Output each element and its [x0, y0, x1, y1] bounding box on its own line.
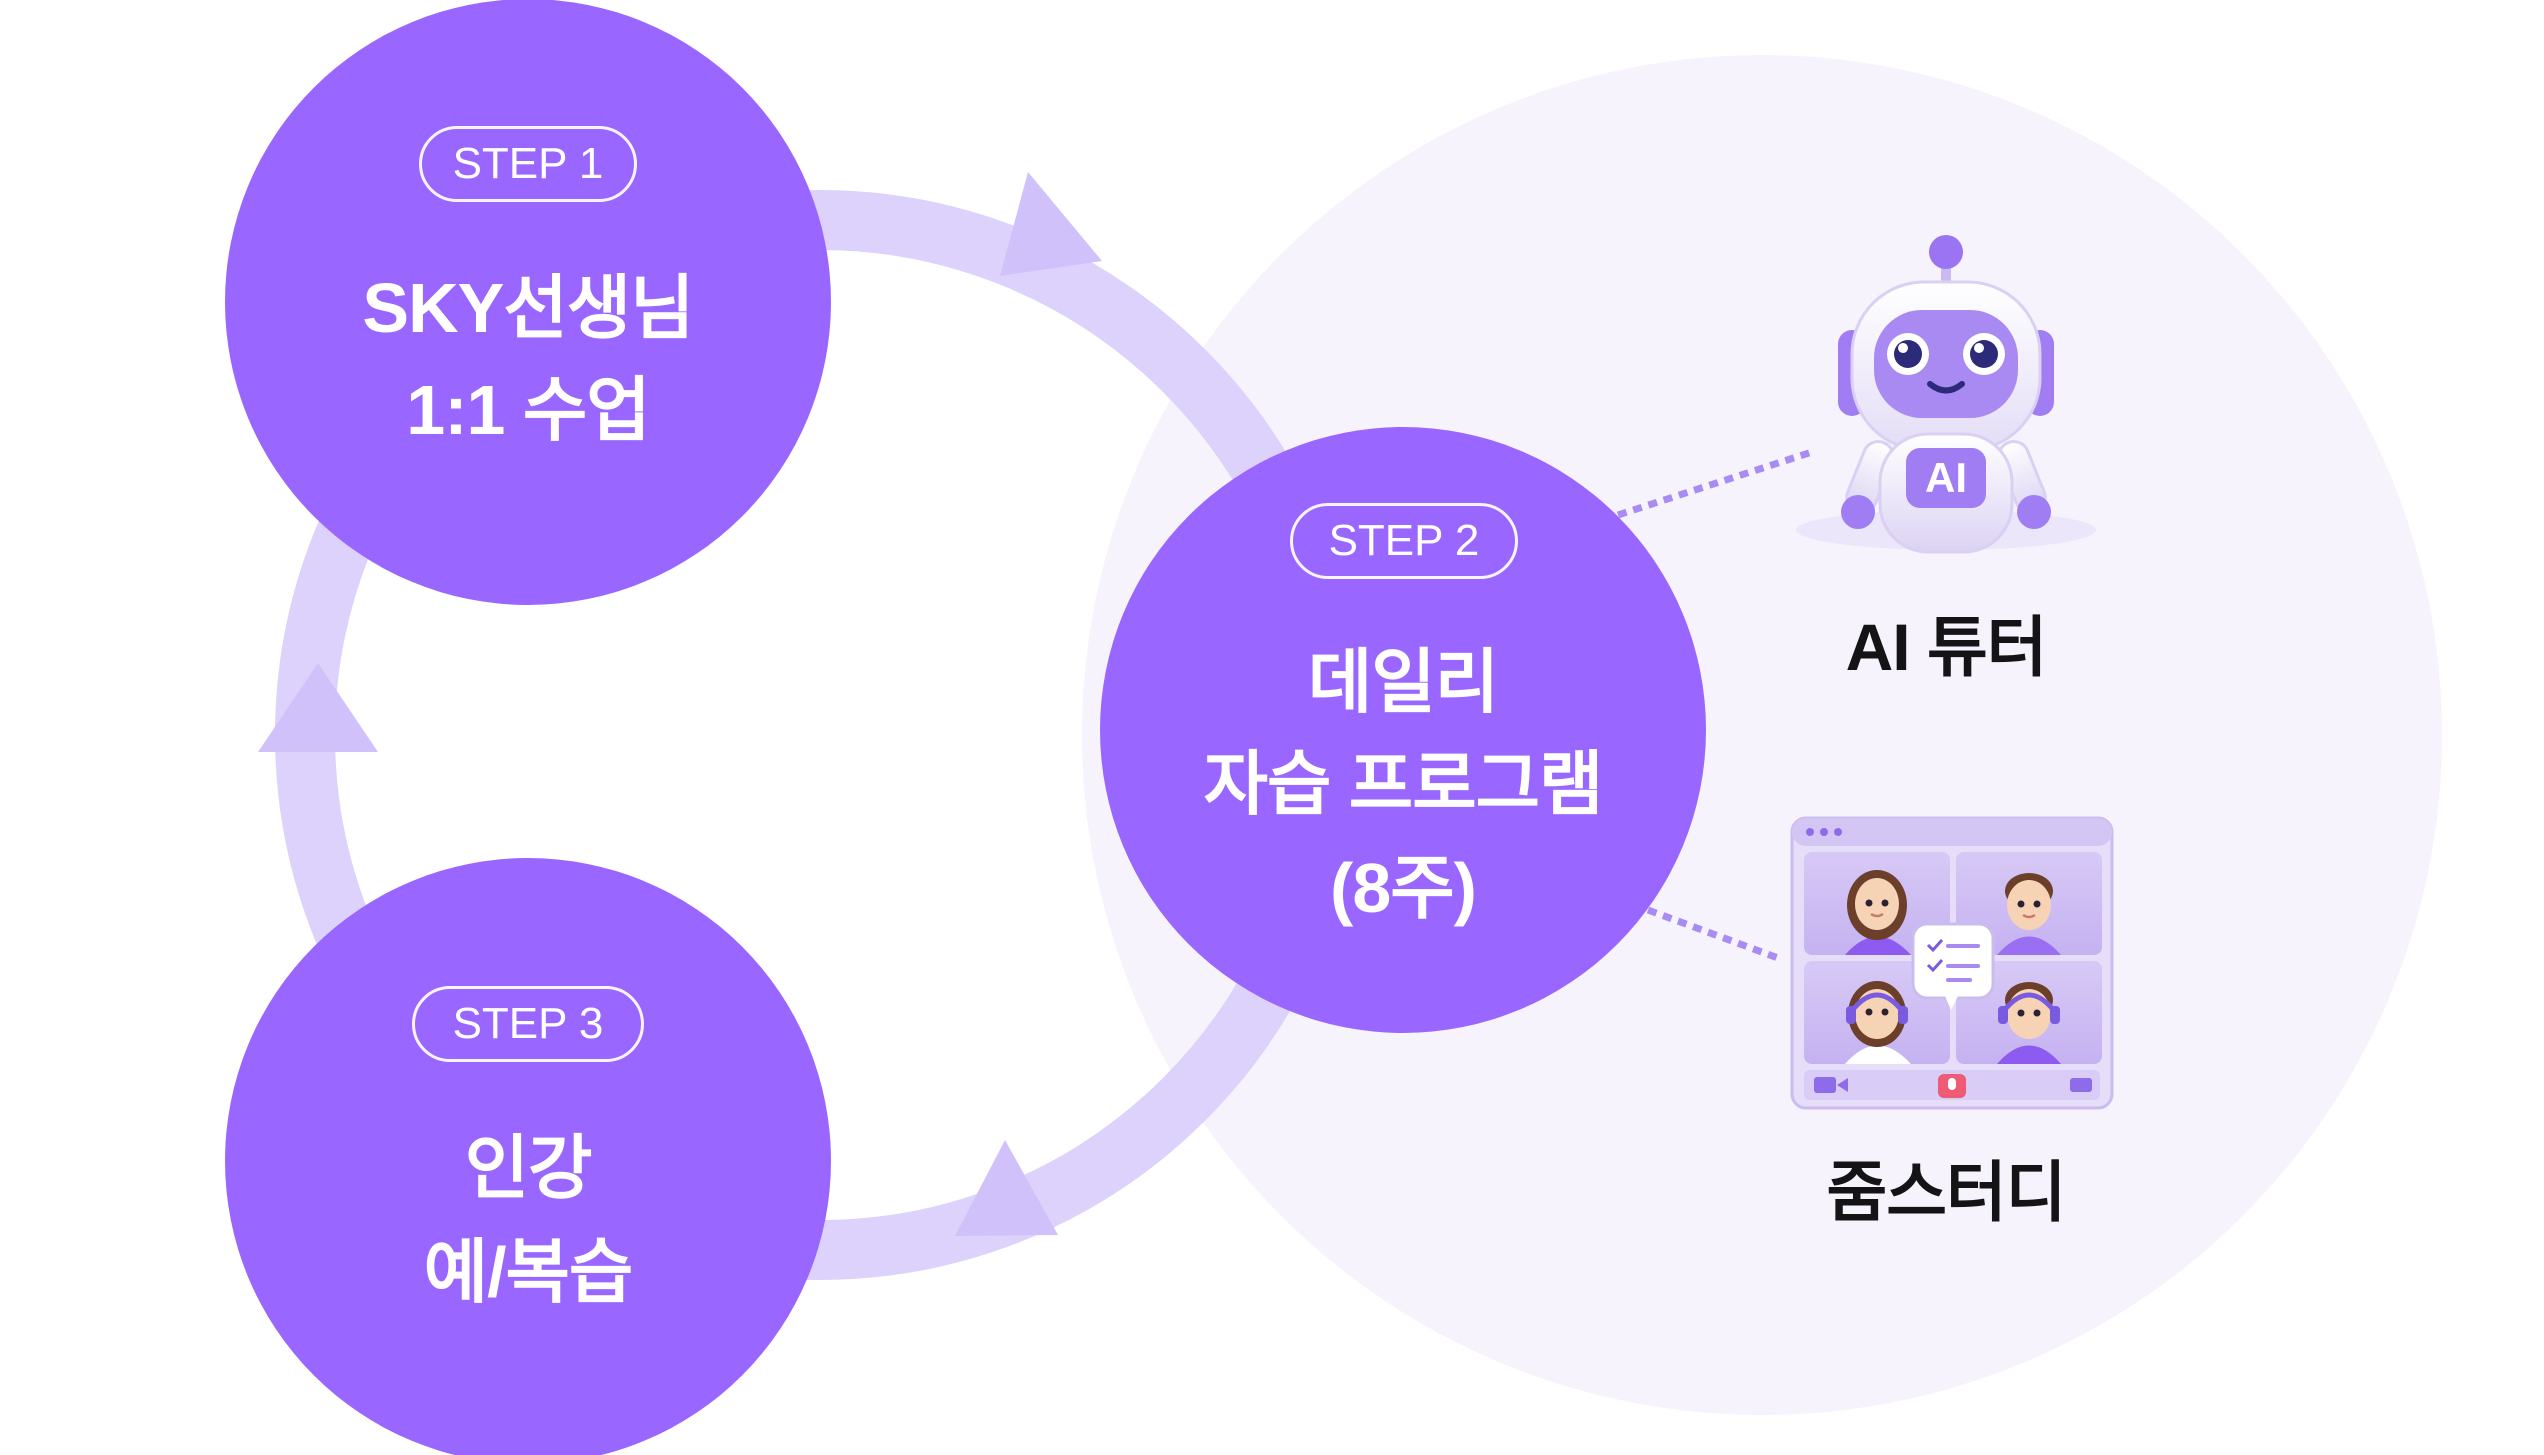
connector-zoom-study	[1646, 906, 1780, 962]
robot-ai-chip-text: AI	[1925, 454, 1967, 501]
step3-badge: STEP 3	[412, 986, 644, 1062]
step2-circle	[1100, 427, 1706, 1033]
step3-title-line1: 인강	[464, 1128, 593, 1207]
step2-title-line1: 데일리	[1307, 642, 1499, 721]
step2-title-line3: (8주)	[1330, 848, 1477, 927]
step3-title-line2: 예/복습	[423, 1232, 634, 1311]
step1-circle	[225, 0, 831, 605]
robot-icon	[1796, 235, 2096, 554]
cycle-arrow-up-left	[258, 663, 378, 752]
cycle-arrow-left-bottom	[955, 1140, 1058, 1236]
step3-circle	[225, 858, 831, 1455]
connector-ai-tutor	[1616, 448, 1814, 519]
step2-badge: STEP 2	[1290, 503, 1518, 579]
zoom-study-label: 줌스터디	[1826, 1155, 2067, 1229]
zoom-study-icon	[1790, 816, 2114, 1110]
ai-tutor-label: AI 튜터	[1845, 610, 2048, 684]
step2-title-line2: 자습 프로그램	[1203, 744, 1604, 823]
cycle-arrow-right-top	[1000, 172, 1102, 276]
step1-title-line1: SKY선생님	[362, 268, 694, 347]
step1-badge: STEP 1	[419, 126, 637, 202]
step1-title-line2: 1:1 수업	[406, 370, 650, 449]
